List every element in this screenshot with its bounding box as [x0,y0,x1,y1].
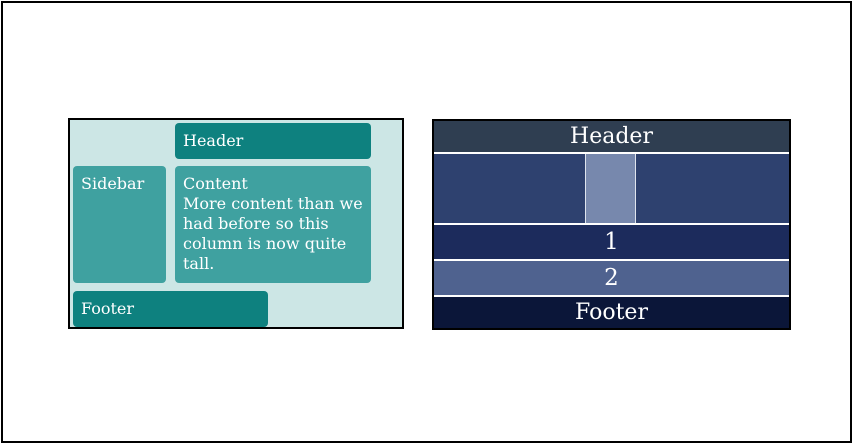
stacked-footer-row: Footer [434,297,789,328]
stacked-header-label: Header [570,124,653,149]
stacked-row-two: 2 [434,261,789,295]
stacked-row-one: 1 [434,225,789,259]
grid-sidebar-box: Sidebar [73,166,166,283]
grid-header-box: Header [175,123,371,159]
stacked-footer-label: Footer [575,300,648,325]
grid-layout-panel: Header Sidebar Content More content than… [68,118,404,329]
stacked-layout-panel: Header 1 2 Footer [432,119,791,330]
grid-footer-box: Footer [73,291,268,327]
grid-content-body: More content than we had before so this … [183,194,363,273]
stacked-header-row: Header [434,121,789,152]
grid-content-box: Content More content than we had before … [175,166,371,283]
stacked-row-two-label: 2 [604,265,619,291]
grid-sidebar-label: Sidebar [81,174,145,193]
stacked-row-one-label: 1 [604,229,619,255]
stacked-main-row [434,154,789,223]
grid-header-label: Header [183,131,244,150]
grid-content-title: Content [183,174,248,193]
grid-footer-label: Footer [81,299,135,318]
stacked-inner-column [585,154,636,223]
